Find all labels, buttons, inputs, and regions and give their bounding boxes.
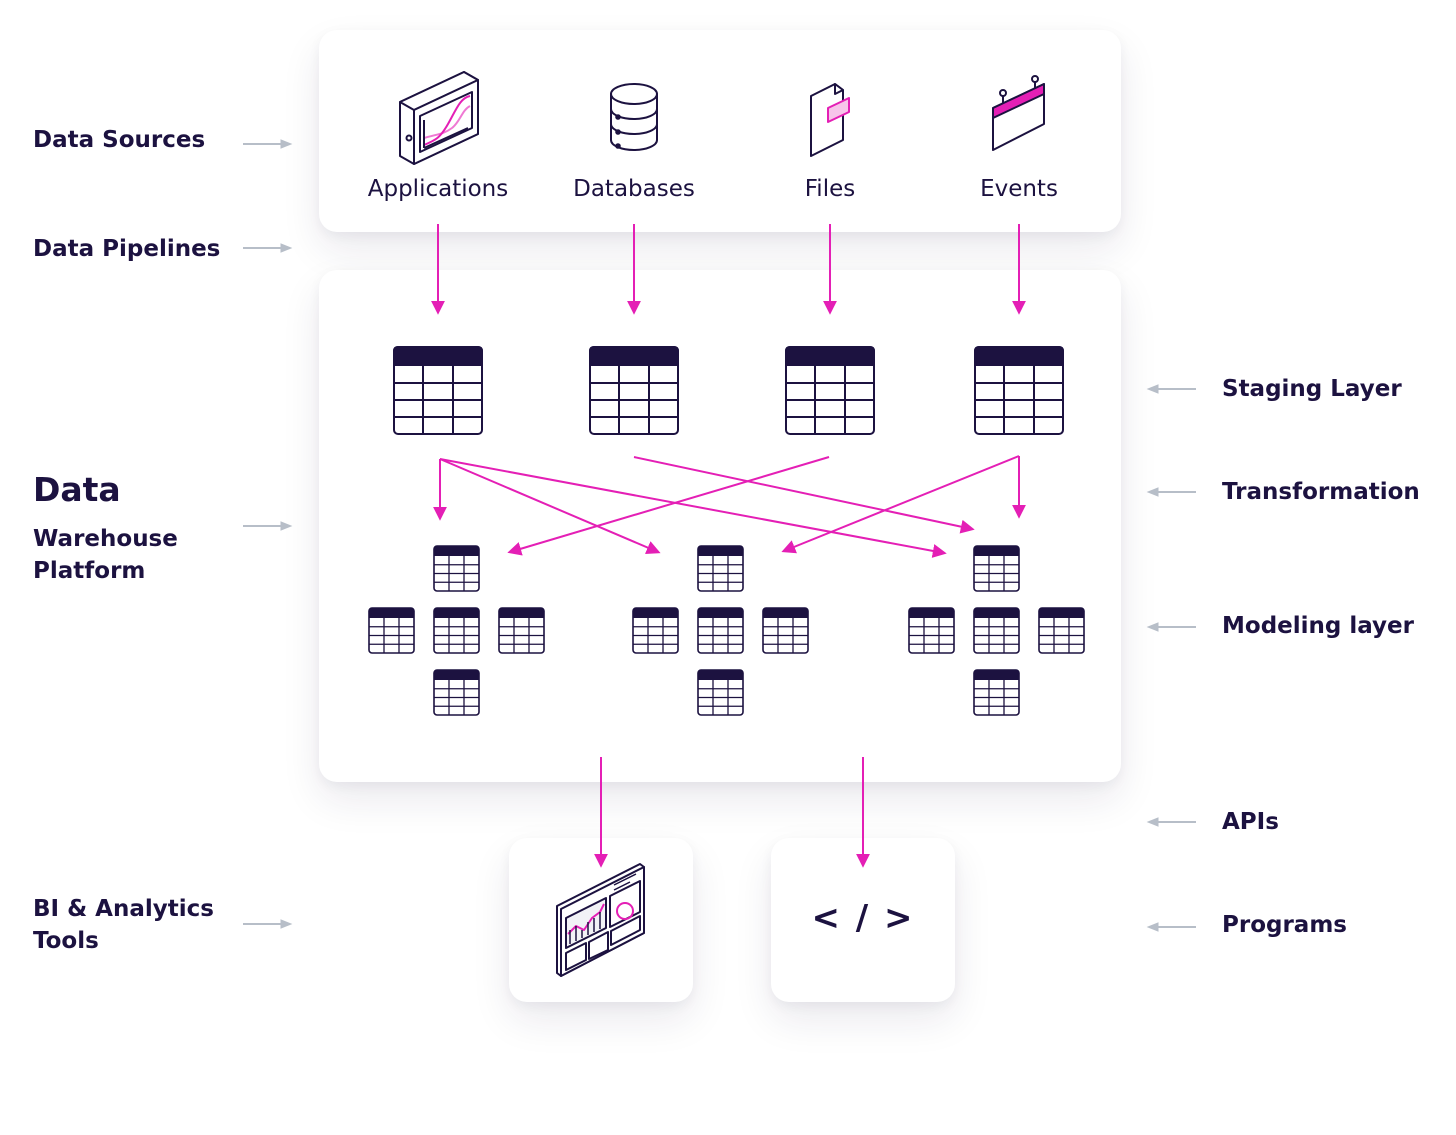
modeling-tables [368,545,1085,716]
label-tools: Tools [33,928,99,954]
label-platform: Platform [33,558,146,584]
label-bi-analytics: BI & Analytics [33,896,214,922]
model-table [697,607,744,654]
model-table [697,545,744,592]
model-table [1038,607,1085,654]
model-table [433,669,480,716]
label-staging-layer: Staging Layer [1222,376,1402,402]
calendar-icon [992,75,1045,151]
staging-tables [393,346,1064,435]
label-warehouse: Warehouse [33,526,178,552]
label-transformation: Transformation [1222,479,1420,505]
side-arrows [243,139,1196,932]
source-label-applications: Applications [367,176,509,202]
label-apis: APIs [1222,809,1279,835]
code-symbol: < / > [811,898,915,938]
staging-table [589,346,679,435]
model-table [433,607,480,654]
label-data-pipelines: Data Pipelines [33,236,221,262]
model-table [632,607,679,654]
model-table [433,545,480,592]
model-table [498,607,545,654]
model-table [973,607,1020,654]
label-programs: Programs [1222,912,1347,938]
staging-table [393,346,483,435]
model-table [973,545,1020,592]
model-table [368,607,415,654]
label-data-sources: Data Sources [33,127,206,153]
dashboard-icon [556,863,645,977]
label-data: Data [33,470,121,509]
transformation-arrows [433,455,1026,558]
output-arrows [594,757,870,868]
model-table [762,607,809,654]
database-icon [610,83,658,151]
label-modeling-layer: Modeling layer [1222,613,1414,639]
staging-table [785,346,875,435]
source-label-files: Files [804,176,856,202]
model-table [908,607,955,654]
staging-table [974,346,1064,435]
tablet-chart-icon [399,71,479,165]
model-table [973,669,1020,716]
source-label-events: Events [980,176,1058,202]
file-icon [810,83,850,157]
model-table [697,669,744,716]
pipeline-arrows [431,224,1026,315]
source-label-databases: Databases [573,176,695,202]
